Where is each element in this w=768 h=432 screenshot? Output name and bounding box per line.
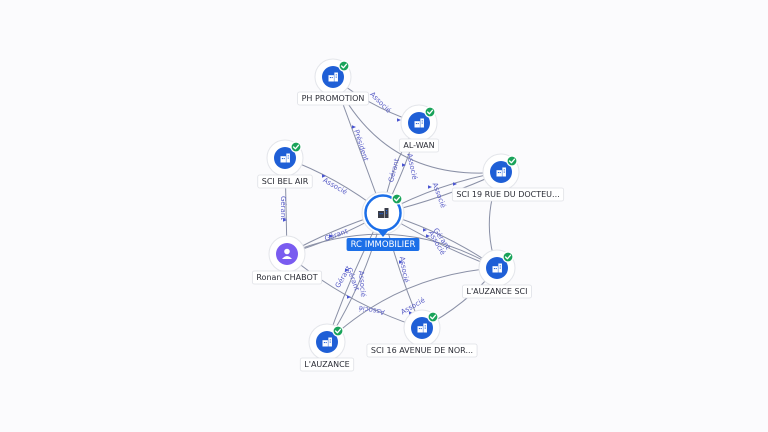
building-icon (328, 72, 338, 82)
node-center[interactable]: RC IMMOBILIER (346, 191, 420, 251)
building-icon (322, 337, 332, 347)
node-label-box (346, 238, 420, 251)
edge-arrow (283, 218, 287, 222)
edge-arrow (426, 234, 430, 238)
node-lauzance[interactable]: L'AUZANCE (299, 323, 355, 372)
edge-arrow (409, 311, 413, 315)
edge-label: Associé (358, 304, 385, 316)
node-label-box (299, 357, 355, 372)
node-label: AL-WAN (403, 141, 434, 150)
node-label: SCI 16 AVENUE DE NOR... (371, 346, 473, 355)
edge-arrow (428, 185, 432, 189)
node-label-box (462, 284, 532, 299)
edge-arrow (397, 118, 401, 122)
verified-check-icon (506, 155, 518, 167)
verified-check-icon (290, 141, 302, 153)
node-label: PH PROMOTION (302, 94, 365, 103)
verified-check-icon (424, 106, 436, 118)
node-label: Ronan CHABOT (256, 273, 317, 282)
edge-label: Président (352, 129, 370, 163)
edge-arrow (345, 268, 349, 272)
edge-label: Gérant (279, 196, 287, 220)
node-ph-promotion[interactable]: PH PROMOTION (297, 58, 369, 106)
graph-nodes: RC IMMOBILIER PH PROMOTION AL-WAN SCI BEL A… (251, 58, 565, 372)
node-label-box (451, 187, 565, 202)
building-icon (496, 167, 506, 177)
edge-line (326, 267, 498, 343)
building-icon (417, 323, 427, 333)
node-lauzance-sci[interactable]: L'AUZANCE SCI (462, 249, 532, 299)
verified-check-icon (391, 193, 403, 205)
node-label-box (297, 91, 369, 106)
center-pin (378, 231, 388, 237)
edge-arrow (329, 234, 333, 238)
node-label: L'AUZANCE SCI (467, 287, 528, 296)
edge-label: Associé (322, 176, 349, 196)
verified-check-icon (427, 311, 439, 323)
node-label-box (251, 270, 323, 285)
edge-label: Associé (405, 153, 418, 181)
edge-label: Associé (357, 270, 367, 297)
node-ronan-chabot[interactable]: Ronan CHABOT (251, 235, 323, 285)
node-label: SCI BEL AIR (262, 177, 309, 186)
edge-arrow (347, 295, 351, 299)
edge-arrow (322, 174, 326, 178)
edge-arrow (399, 260, 403, 264)
node-label-box (366, 343, 478, 358)
edge-arrow (402, 163, 406, 167)
person-icon (282, 248, 292, 259)
building-icon (492, 263, 502, 273)
node-sci-19[interactable]: SCI 19 RUE DU DOCTEU... (451, 153, 565, 202)
node-label: RC IMMOBILIER (351, 240, 416, 250)
verified-check-icon (332, 325, 344, 337)
verified-check-icon (338, 60, 350, 72)
building-icon (280, 153, 290, 163)
edge-arrow (453, 182, 457, 186)
node-label-box (257, 174, 313, 189)
node-label-box (398, 138, 440, 153)
edge-arrow (352, 125, 356, 129)
node-label: L'AUZANCE (304, 360, 349, 369)
edge-label: Associé (368, 90, 392, 114)
node-label: SCI 19 RUE DU DOCTEU... (456, 190, 559, 199)
node-sci-bel-air[interactable]: SCI BEL AIR (257, 139, 313, 189)
edge-line (286, 233, 498, 269)
edge-arrow (423, 228, 427, 232)
building-icon (378, 208, 389, 218)
building-icon (414, 118, 424, 128)
verified-check-icon (502, 251, 514, 263)
node-al-wan[interactable]: AL-WAN (398, 104, 440, 153)
node-sci-16[interactable]: SCI 16 AVENUE DE NOR... (366, 309, 478, 358)
